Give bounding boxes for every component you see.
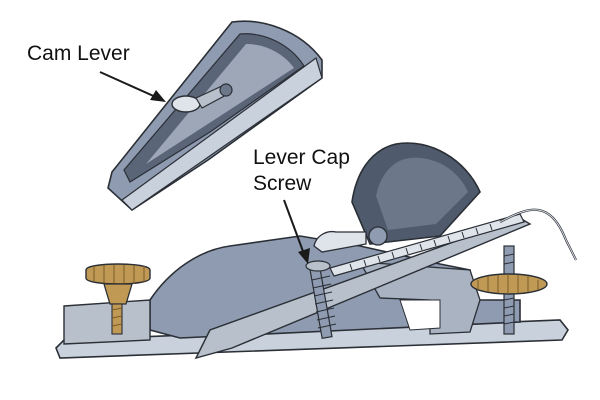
lever-cap-screw-label-line2: Screw <box>253 172 312 195</box>
depth-adjuster-wheel <box>470 245 548 335</box>
lever-cap-screw-arrow <box>283 199 310 264</box>
lever-cap-screw-label-line1: Lever Cap <box>253 146 350 169</box>
lever-cap-rim <box>121 57 323 211</box>
blade <box>194 217 532 360</box>
lever-cap-detached <box>107 20 323 212</box>
adjuster-wire-shine <box>499 209 577 261</box>
plane-toe <box>63 299 151 345</box>
rack-teeth <box>349 223 493 271</box>
lever-cap-installed <box>313 142 481 253</box>
front-knob-cap <box>85 263 151 285</box>
adjuster-rack <box>329 213 525 277</box>
front-knob <box>85 263 151 335</box>
lever-cap-inner-face <box>146 44 294 164</box>
cam-pivot-installed <box>368 226 388 246</box>
cam-lever-pivot <box>219 83 233 97</box>
lever-cap-highlight <box>376 157 468 230</box>
lever-cap-screw <box>305 260 337 340</box>
cam-lever-label: Cam Lever <box>27 42 130 65</box>
front-knob-stem <box>103 283 133 305</box>
cam-lever-arrow <box>99 71 166 102</box>
plane-iron <box>194 208 577 360</box>
cam-lever-installed <box>313 230 367 253</box>
bracket-cutout <box>399 299 441 331</box>
